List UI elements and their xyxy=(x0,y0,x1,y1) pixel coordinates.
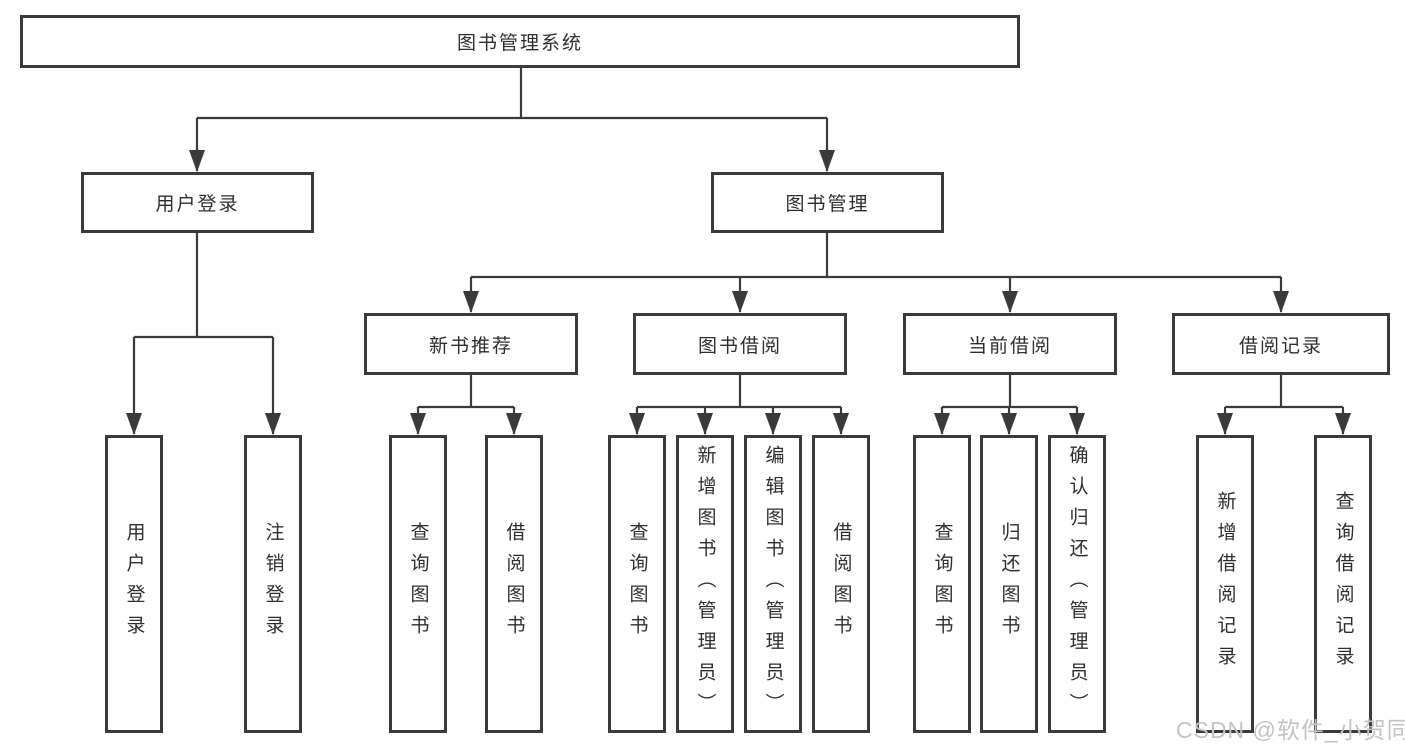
node-leaf-add-borrow-record: 新增借阅记录 xyxy=(1196,435,1254,733)
node-book-borrowing: 图书借阅 xyxy=(633,313,847,375)
node-leaf-borrow-books: 借阅图书 xyxy=(812,435,870,733)
node-leaf-confirm-return-admin: 确认归还（管理员） xyxy=(1048,435,1106,733)
node-leaf-edit-books-admin: 编辑图书（管理员） xyxy=(744,435,802,733)
node-leaf-logout: 注销登录 xyxy=(244,435,302,733)
node-borrowing-records: 借阅记录 xyxy=(1172,313,1390,375)
node-current-borrowing: 当前借阅 xyxy=(903,313,1117,375)
node-user-login-branch: 用户登录 xyxy=(81,172,314,233)
node-leaf-user-login: 用户登录 xyxy=(105,435,163,733)
watermark: CSDN @软件_小贺同学 xyxy=(1176,717,1405,743)
node-leaf-query-books-recommend: 查询图书 xyxy=(389,435,447,733)
node-root-library-system: 图书管理系统 xyxy=(20,15,1020,68)
node-leaf-borrow-books-recommend: 借阅图书 xyxy=(485,435,543,733)
node-leaf-query-books-current: 查询图书 xyxy=(913,435,971,733)
node-new-book-recommendation: 新书推荐 xyxy=(364,313,578,375)
node-leaf-query-borrow-record: 查询借阅记录 xyxy=(1314,435,1372,733)
node-book-management-branch: 图书管理 xyxy=(711,172,944,233)
node-leaf-query-books-borrowing: 查询图书 xyxy=(608,435,666,733)
node-leaf-return-books: 归还图书 xyxy=(980,435,1038,733)
node-leaf-add-books-admin: 新增图书（管理员） xyxy=(676,435,734,733)
